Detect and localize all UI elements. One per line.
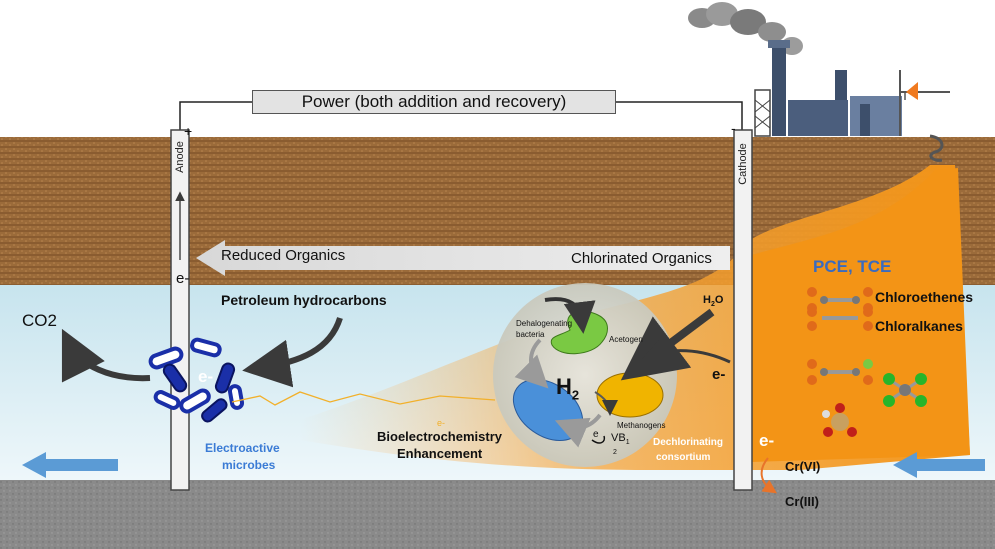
acetogen-label: Acetogen bbox=[609, 335, 643, 344]
dehalogenating-label-1: Dehalogenating bbox=[516, 319, 573, 328]
crvi-label: Cr(VI) bbox=[785, 459, 821, 474]
petroleum-arrow bbox=[242, 317, 343, 388]
dehalogenating-label-2: bacteria bbox=[516, 330, 545, 339]
h2-arrow-3 bbox=[594, 391, 618, 416]
bioelectro-label-2: Enhancement bbox=[397, 446, 483, 461]
chromate-molecule bbox=[822, 403, 857, 437]
chloroethenes-label: Chloroethenes bbox=[875, 289, 974, 305]
organics-arrow bbox=[196, 240, 730, 276]
power-wire bbox=[179, 101, 252, 140]
vb12-subscript-2: 2 bbox=[613, 449, 617, 456]
bio-electron-label: e- bbox=[437, 418, 446, 428]
flow-arrow-right bbox=[893, 452, 985, 478]
cathode-electron-arrow bbox=[641, 339, 731, 364]
chloralkane-molecule bbox=[883, 373, 927, 407]
plume-core bbox=[752, 168, 970, 462]
chlorinated-organics-label: Chlorinated Organics bbox=[571, 250, 712, 267]
anode-label: Anode bbox=[174, 141, 186, 173]
dechlorinating-label-2: consortium bbox=[656, 452, 711, 463]
electroactive-label: Electroactive bbox=[205, 441, 280, 455]
criii-label: Cr(III) bbox=[785, 494, 819, 509]
dechlorinating-label-1: Dechlorinating bbox=[653, 437, 724, 448]
cathode-label: Cathode bbox=[737, 143, 749, 185]
acetogen-feed-arrow bbox=[544, 297, 596, 334]
chloroethene-molecule-2 bbox=[807, 307, 873, 331]
microbes-label: microbes bbox=[222, 458, 276, 472]
cr-electron-label: e- bbox=[759, 431, 775, 450]
vb12-label: VB1 bbox=[611, 432, 630, 447]
h2o-label: H2O bbox=[703, 294, 724, 309]
co2-arrow bbox=[61, 328, 151, 383]
anode-sign: + bbox=[184, 123, 193, 139]
chloroethene-molecule-3 bbox=[807, 359, 873, 385]
power-label: Power (both addition and recovery) bbox=[252, 90, 616, 114]
electron-transfer-line bbox=[231, 391, 496, 406]
vb-electron-label: e bbox=[593, 429, 599, 440]
anode-electrode bbox=[170, 129, 190, 491]
microbe-electron-label: e- bbox=[198, 367, 214, 386]
reduced-organics-label: Reduced Organics bbox=[221, 247, 346, 264]
petroleum-label: Petroleum hydrocarbons bbox=[221, 292, 387, 308]
cathode-electrode bbox=[733, 129, 753, 491]
dechlorinating-consortium-circle bbox=[493, 283, 677, 467]
pce-tce-label: PCE, TCE bbox=[813, 257, 892, 276]
h2-arrow-1 bbox=[514, 338, 549, 389]
bedrock-layer bbox=[0, 480, 995, 549]
cathode-electron-label: e- bbox=[712, 366, 726, 383]
bioelectro-label-1: Bioelectrochemistry bbox=[377, 429, 502, 444]
methanogens-label: Methanogens bbox=[617, 421, 666, 430]
electroactive-microbes bbox=[148, 337, 245, 423]
factory-icon bbox=[688, 2, 950, 162]
h2-label: H2 bbox=[556, 374, 580, 403]
cr-reduction-arrow bbox=[760, 457, 777, 494]
methanogen-cell bbox=[596, 372, 664, 418]
co2-label: CO2 bbox=[22, 311, 57, 330]
flow-arrow-left bbox=[22, 452, 118, 478]
anode-electron-label: e- bbox=[176, 270, 190, 287]
power-wire-right bbox=[616, 101, 743, 140]
cathode-sign: - bbox=[731, 120, 736, 136]
h2-arrow-2 bbox=[554, 413, 602, 448]
vb12-curl bbox=[591, 435, 606, 444]
chloralkanes-label: Chloralkanes bbox=[875, 318, 963, 334]
